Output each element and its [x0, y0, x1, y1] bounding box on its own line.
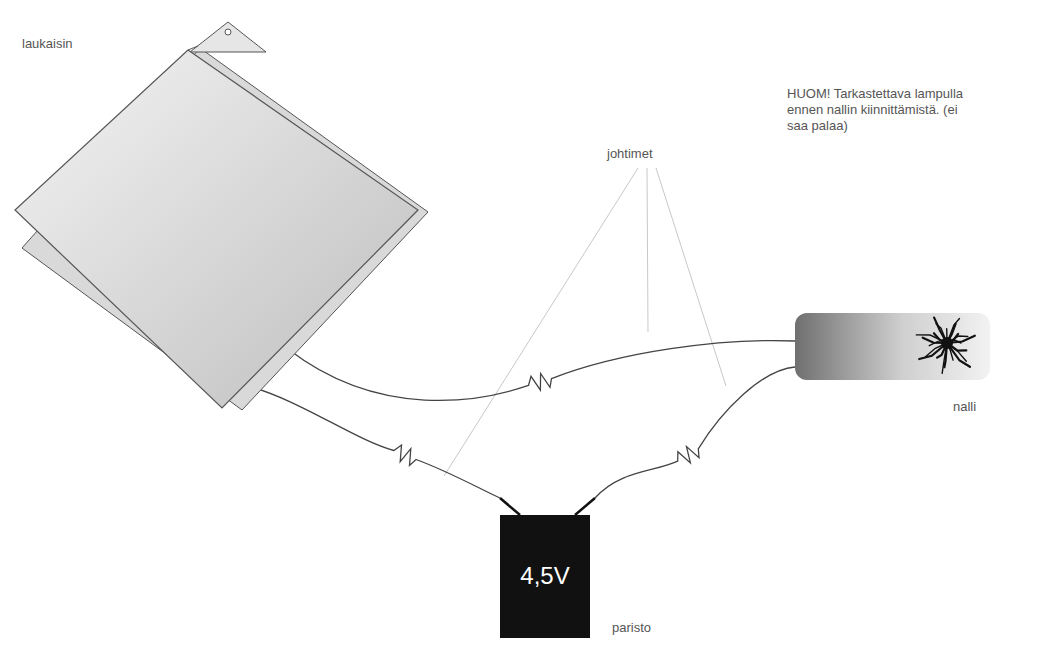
- voltage-value: 4,5V: [520, 562, 569, 590]
- leader-line: [444, 168, 638, 476]
- cap-label: nalli: [953, 399, 976, 415]
- trigger-plate: laukaisin: [10, 22, 440, 417]
- wire: [288, 341, 795, 401]
- battery-label: paristo: [612, 620, 651, 636]
- leader-line: [656, 168, 726, 386]
- wires-label: johtimet: [607, 146, 653, 162]
- trigger-plate-shape: [10, 22, 440, 417]
- trigger-label: laukaisin: [22, 36, 73, 52]
- wire: [248, 386, 500, 498]
- battery: 4,5V paristo: [495, 494, 665, 642]
- warning-note: HUOM! Tarkastettava lampulla ennen nalli…: [787, 86, 971, 134]
- leader-line: [647, 168, 648, 332]
- wire: [595, 367, 795, 498]
- blasting-cap: nalli: [795, 313, 1000, 418]
